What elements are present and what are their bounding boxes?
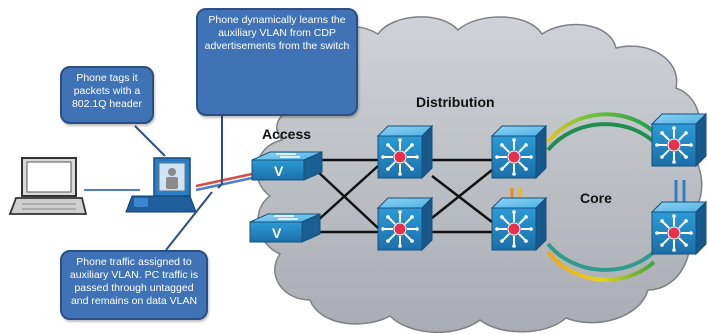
core-switch-icon [650,112,708,168]
distribution-switch-icon [376,196,434,252]
data-vlan-link [195,176,253,192]
distribution-switch-icon [490,196,548,252]
callout-connector [217,183,223,189]
access-distribution-links [315,158,379,234]
access-switch-icon: V [249,213,321,243]
switch-label: V [272,225,282,241]
distribution-cross-links [431,158,493,234]
core-links [546,112,656,282]
callout-connector [165,191,213,251]
callout-connector [134,125,166,157]
network-cloud [255,16,703,334]
ip-phone-icon [125,157,197,213]
distribution-switch-icon [490,124,548,180]
phone-tags-callout: Phone tags it packets with a 802.1Q head… [60,66,154,124]
distribution-switch-icon [376,124,434,180]
switch-label: V [274,163,284,179]
traffic-assigned-callout: Phone traffic assigned to auxiliary VLAN… [60,250,208,320]
laptop-icon [8,157,88,215]
voice-vlan-link [195,172,253,188]
distribution-layer-label: Distribution [416,94,495,110]
core-switch-icon [650,200,708,256]
access-switch-icon: V [251,151,323,181]
learns-vlan-callout: Phone dynamically learns the auxiliary V… [196,8,358,116]
access-layer-label: Access [262,126,312,142]
core-layer-label: Core [580,190,612,206]
